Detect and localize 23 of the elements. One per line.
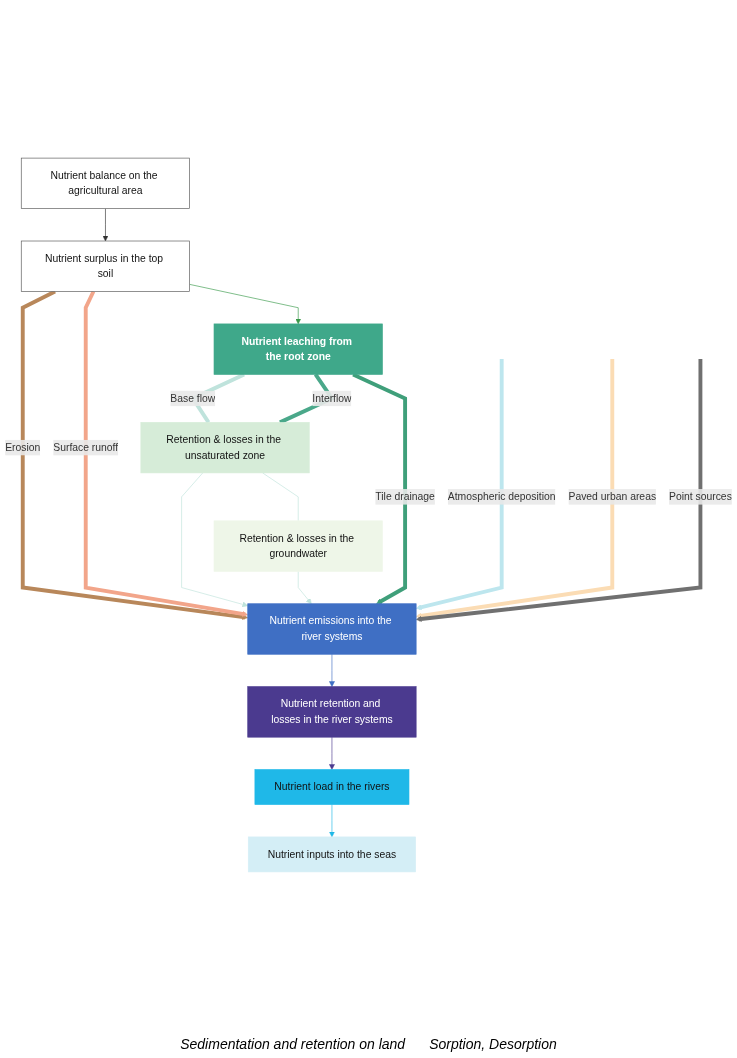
node-box: Nutrient surplus in the top soil (20, 240, 190, 292)
edge-label: Paved urban areas (568, 491, 657, 503)
node-box: Nutrient retention and losses in the river systems (247, 686, 417, 738)
arrow (415, 358, 504, 610)
node-box: Nutrient load in the rivers (254, 769, 410, 805)
edge-label: Atmospheric deposition (447, 491, 556, 503)
node-box: Retention & losses in the groundwater (213, 520, 383, 572)
note-text: Sorption, Desorption (429, 1036, 557, 1052)
edge-label: Point sources (669, 491, 732, 503)
node-box: Nutrient balance on the agricultural area (20, 157, 190, 209)
edge-label: Tile drainage (375, 491, 435, 503)
edge-label: Surface runoff (53, 441, 119, 453)
arrow (415, 358, 615, 619)
arrow (415, 358, 703, 622)
node-box: Nutrient inputs into the seas (247, 836, 416, 873)
node-box: Retention & losses in the unsaturated zone (140, 422, 310, 474)
edge-label: Erosion (5, 441, 41, 453)
edge-label: Base flow (170, 392, 216, 404)
node-box: Nutrient leaching from the root zone (213, 323, 383, 375)
node-box: Nutrient emissions into the river systems (247, 603, 417, 655)
connector (262, 472, 299, 522)
edge-label: Interflow (312, 392, 352, 404)
note-text: Sedimentation and retention on land (180, 1036, 406, 1052)
